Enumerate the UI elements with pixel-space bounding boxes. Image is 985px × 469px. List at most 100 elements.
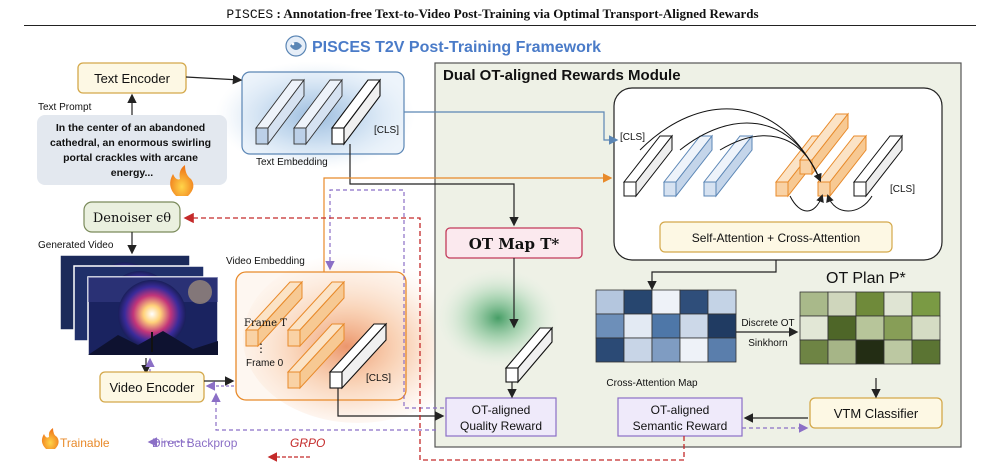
ot-plan-cell xyxy=(911,315,941,341)
cross-attention-cell xyxy=(623,337,653,363)
text-prompt-box xyxy=(37,115,227,185)
video-cls-to-quality-reward-arrow xyxy=(337,388,445,421)
video-cls-token xyxy=(328,322,388,390)
ot-plan-cell xyxy=(799,315,829,341)
attention-video-token xyxy=(798,112,850,176)
cross-attention-cell xyxy=(595,289,625,315)
attention-video-token xyxy=(816,134,868,198)
video-encoder-box xyxy=(99,371,205,403)
semantic-reward-line: Semantic Reward xyxy=(633,419,728,433)
denoiser-label: Denoiser ϵθ xyxy=(93,211,171,226)
cross-attention-cell xyxy=(651,313,681,339)
ot-plan-cell xyxy=(799,339,829,365)
trainable-fire-icon xyxy=(170,165,194,196)
cross-attention-cell xyxy=(623,313,653,339)
frame-dots: ⋮ xyxy=(255,341,267,355)
ot-plan-cell xyxy=(855,291,885,317)
prompt-line: portal crackles with arcane xyxy=(63,152,198,164)
attention-cls-right-label: [CLS] xyxy=(890,184,915,195)
quality-reward-line: OT-aligned xyxy=(472,403,531,417)
cross-attention-cell xyxy=(707,289,737,315)
text-embedding-token xyxy=(293,78,343,146)
ot-plan-cell xyxy=(827,291,857,317)
ot-plan-cell xyxy=(883,339,913,365)
module-title: Dual OT-aligned Rewards Module xyxy=(443,67,681,84)
ot-plan-cell xyxy=(883,315,913,341)
cross-attention-cell xyxy=(623,289,653,315)
prompt-line: In the center of an abandoned xyxy=(56,122,205,134)
cross-attention-cell xyxy=(707,313,737,339)
text-prompt-content: In the center of an abandoned cathedral,… xyxy=(50,122,214,179)
ot-plan-cell xyxy=(855,339,885,365)
text-cls-label: [CLS] xyxy=(374,125,399,136)
cross-attention-map xyxy=(595,289,737,363)
cross-attention-map-label: Cross-Attention Map xyxy=(606,378,698,389)
text-embedding-to-attention-arrow xyxy=(404,111,619,145)
video-frame-portal xyxy=(118,280,186,348)
cross-attention-cell xyxy=(651,337,681,363)
generated-video-frames xyxy=(59,254,219,356)
attention-cls-left-label: [CLS] xyxy=(620,132,645,143)
legend-fire-icon xyxy=(41,428,59,449)
attention-text-token xyxy=(702,134,754,198)
cross-attention-cell xyxy=(679,313,709,339)
method-name: PISCES xyxy=(226,7,274,22)
text-cls-to-ot-map-arrow xyxy=(349,144,519,227)
ot-plan-cell xyxy=(799,291,829,317)
cross-attention-cell xyxy=(651,289,681,315)
ot-map-label: OT Map T* xyxy=(469,235,560,253)
semantic-reward-line: OT-aligned xyxy=(651,403,710,417)
ot-plan-cell xyxy=(827,315,857,341)
video-embedding-token xyxy=(286,280,346,348)
cross-attention-cell xyxy=(679,337,709,363)
cross-attention-cell xyxy=(679,289,709,315)
attention-to-cross-map-arrow xyxy=(647,260,777,291)
attention-mechanism-box xyxy=(659,221,893,253)
text-encoder-box xyxy=(77,62,187,94)
video-embedding-to-attention-arrow xyxy=(323,173,613,272)
legend-grpo: GRPO xyxy=(290,436,325,450)
ot-plan-cell xyxy=(827,339,857,365)
framework-logo-icon xyxy=(285,35,307,57)
ot-plan-cell xyxy=(855,315,885,341)
cross-attention-cell xyxy=(707,337,737,363)
attention-arcs xyxy=(639,108,873,212)
text-embedding-label: Text Embedding xyxy=(256,157,328,168)
video-embedding-token xyxy=(286,322,346,390)
sinkhorn-label: Sinkhorn xyxy=(748,338,787,349)
generated-video-label: Generated Video xyxy=(38,240,114,251)
grpo-to-denoiser-arrow xyxy=(183,212,685,461)
frame-0-label: Frame 0 xyxy=(246,358,284,369)
legend-direct-backprop: Direct Backprop xyxy=(152,436,238,450)
attention-text-token xyxy=(662,134,714,198)
ot-plan-label: OT Plan P* xyxy=(826,270,906,287)
ot-map-token xyxy=(504,326,554,384)
attention-cls-token-right xyxy=(852,134,904,198)
attention-arc xyxy=(826,194,873,212)
ot-plan-cell xyxy=(911,291,941,317)
prompt-line: energy... xyxy=(111,167,153,179)
text-cls-token xyxy=(330,78,382,146)
ot-plan-cell xyxy=(883,291,913,317)
attention-mechanism-label: Self-Attention + Cross-Attention xyxy=(692,231,860,245)
vtm-classifier-label: VTM Classifier xyxy=(834,406,919,421)
attention-arc xyxy=(719,135,822,182)
title-separator: : xyxy=(273,6,284,21)
quality-reward-to-encoder-backprop-arrow xyxy=(211,392,436,431)
discrete-ot-label: Discrete OT xyxy=(741,318,794,329)
video-encoder-label: Video Encoder xyxy=(109,380,195,395)
video-embedding-token xyxy=(244,280,304,348)
video-frame-moon xyxy=(188,280,212,304)
attention-box xyxy=(613,87,943,261)
quality-reward-line: Quality Reward xyxy=(460,419,542,433)
attention-cls-token-left xyxy=(622,134,674,198)
quality-reward-box xyxy=(445,397,557,437)
text-prompt-label: Text Prompt xyxy=(38,102,92,113)
text-encoder-label: Text Encoder xyxy=(94,71,171,86)
encoder-to-text-embedding-arrow xyxy=(185,74,243,85)
prompt-line: cathedral, an enormous swirling xyxy=(50,137,211,149)
attention-arc xyxy=(789,194,824,212)
title-rule xyxy=(24,25,976,26)
video-embedding-label: Video Embedding xyxy=(226,256,305,267)
